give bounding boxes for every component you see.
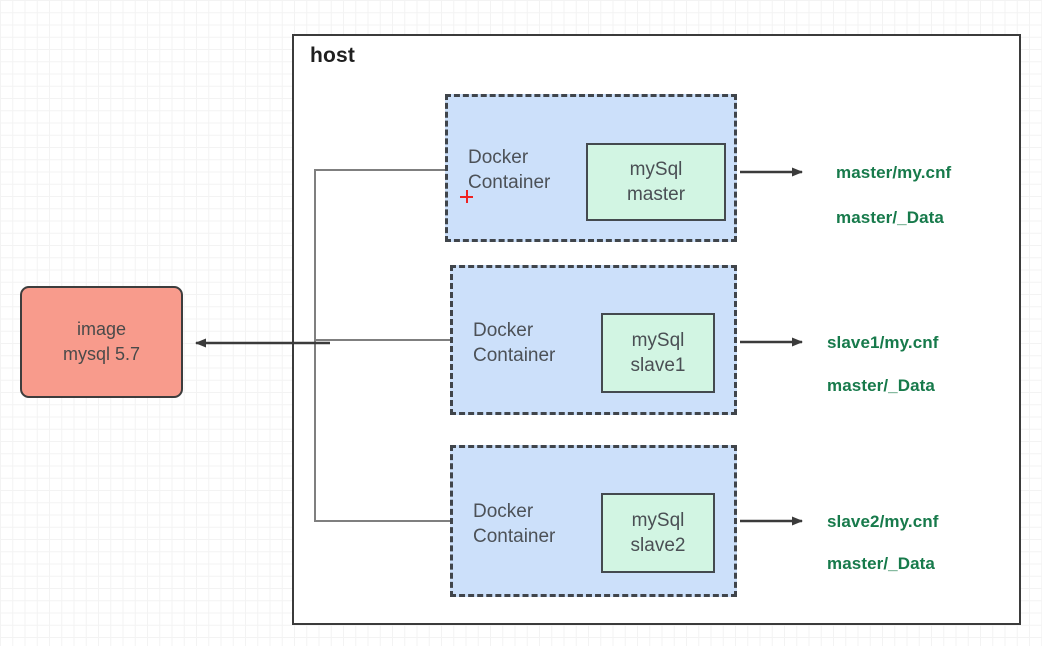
docker-container-label: Docker Container (473, 501, 556, 547)
volume-label-master-data: master/_Data (836, 208, 944, 227)
mysql-node-slave2[interactable]: mySql slave2 (601, 493, 715, 573)
mysql-node-line2: master (626, 184, 686, 205)
docker-container-label: Docker Container (473, 320, 556, 366)
docker-container-master[interactable]: Docker Container mySql master (445, 94, 737, 242)
docker-container-slave1[interactable]: Docker Container mySql slave1 (450, 265, 737, 415)
volume-label-master-cnf: master/my.cnf (836, 163, 952, 182)
image-node[interactable]: image mysql 5.7 (20, 286, 183, 398)
mysql-node-master[interactable]: mySql master (586, 143, 726, 221)
crosshair-cursor (460, 190, 473, 203)
host-label: host (310, 44, 356, 67)
volume-label-slave2-data: master/_Data (827, 554, 935, 573)
mysql-node-line1: mySql (631, 330, 685, 351)
docker-container-slave2[interactable]: Docker Container mySql slave2 (450, 445, 737, 597)
volume-label-slave1-data: master/_Data (827, 376, 935, 395)
volume-label-slave2-cnf: slave2/my.cnf (827, 512, 939, 531)
docker-container-label: Docker Container (468, 147, 551, 193)
mysql-node-line2: slave2 (630, 535, 686, 556)
mysql-node-line2: slave1 (630, 355, 686, 376)
image-node-line1: image (76, 319, 127, 339)
volume-label-slave1-cnf: slave1/my.cnf (827, 333, 939, 352)
image-node-line2: mysql 5.7 (62, 344, 141, 364)
mysql-node-line1: mySql (631, 510, 685, 531)
mysql-node-line1: mySql (629, 159, 683, 180)
mysql-node-slave1[interactable]: mySql slave1 (601, 313, 715, 393)
